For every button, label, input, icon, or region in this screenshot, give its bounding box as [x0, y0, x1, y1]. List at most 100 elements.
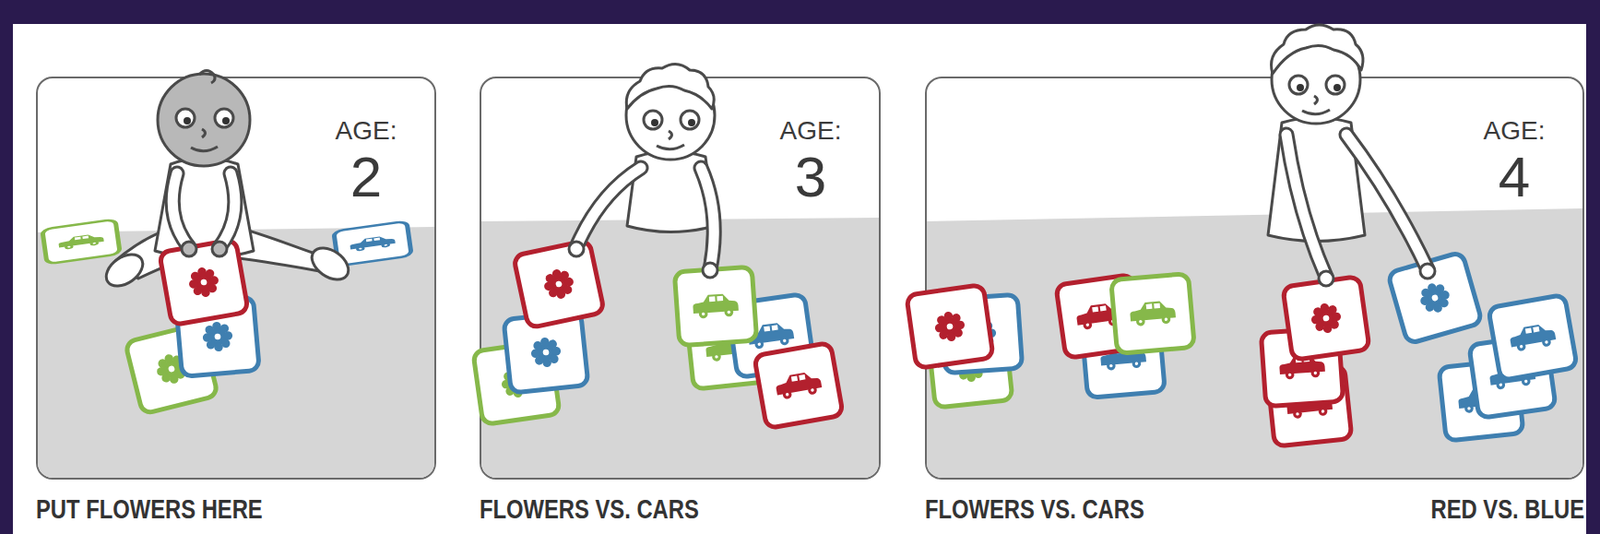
- car-icon: [692, 293, 740, 320]
- baby-leg: [221, 225, 334, 274]
- card-face: [727, 294, 815, 379]
- card-face: [754, 342, 844, 428]
- child-body: [627, 151, 715, 233]
- nose: [1314, 95, 1318, 105]
- car-icon: [1128, 299, 1176, 327]
- hand: [1420, 263, 1435, 279]
- eye: [1326, 75, 1345, 95]
- car-icon: [1099, 343, 1147, 371]
- floor: [926, 208, 1583, 478]
- child-head: [626, 71, 715, 160]
- card: [674, 266, 757, 346]
- arm: [1286, 134, 1327, 277]
- car-icon: [349, 234, 396, 252]
- card-face: [1282, 276, 1370, 361]
- flower-icon: [186, 264, 221, 299]
- pupil: [1333, 83, 1341, 92]
- flower-icon: [933, 309, 967, 344]
- card-face: [1438, 359, 1524, 441]
- card-face: [927, 326, 1013, 408]
- card: [1387, 251, 1483, 344]
- car-icon: [1075, 301, 1124, 332]
- pupil: [687, 118, 696, 127]
- hair-curl: [199, 71, 215, 84]
- age-panel: AGE: 2PUT FLOWERS HERE: [35, 76, 437, 480]
- card-face: [674, 266, 757, 346]
- hand: [212, 241, 227, 257]
- hand: [1318, 271, 1334, 286]
- card-face: [1055, 274, 1143, 359]
- card-face: [159, 238, 249, 325]
- hair: [626, 63, 714, 109]
- card-face: [686, 308, 771, 390]
- mouth: [190, 146, 218, 152]
- card-face: [503, 311, 589, 393]
- mouth: [656, 144, 685, 150]
- hair: [1271, 24, 1364, 74]
- card: [1081, 317, 1166, 398]
- car-icon: [1285, 391, 1333, 420]
- card: [42, 219, 121, 265]
- card: [503, 311, 589, 393]
- card-face: [1260, 327, 1343, 407]
- card: [1488, 294, 1578, 380]
- card: [906, 284, 994, 369]
- eye: [176, 108, 195, 128]
- flower-icon: [965, 318, 997, 350]
- card-face: [1469, 334, 1556, 419]
- arm-outline: [700, 167, 714, 270]
- card: [1055, 274, 1143, 359]
- baby-foot: [306, 241, 355, 286]
- arm: [1346, 134, 1428, 270]
- card: [513, 239, 605, 329]
- age-panel: AGE: 3FLOWERS VS. CARS: [479, 76, 881, 480]
- card-face: [1111, 272, 1196, 354]
- panel-caption: FLOWERS VS. CARS: [479, 496, 700, 523]
- arm-outline: [1286, 134, 1327, 277]
- hand: [181, 241, 197, 257]
- floor: [37, 226, 435, 478]
- panel-caption: RED VS. BLUE: [1431, 496, 1585, 523]
- card: [1111, 272, 1196, 354]
- card: [927, 326, 1013, 408]
- hand: [702, 262, 718, 278]
- card-face: [42, 219, 121, 265]
- flower-icon: [1309, 301, 1343, 335]
- card: [125, 323, 219, 415]
- arm-outline: [172, 173, 190, 248]
- card: [1267, 365, 1352, 447]
- pupil: [222, 117, 230, 125]
- pupil: [651, 118, 659, 127]
- age-label: AGE: 3: [777, 91, 844, 206]
- card: [686, 308, 771, 390]
- flower-icon: [541, 266, 577, 302]
- card-face: [1081, 317, 1166, 398]
- mouth: [1302, 109, 1330, 115]
- baby-body: [154, 158, 254, 260]
- car-icon: [1508, 321, 1558, 353]
- car-icon: [704, 334, 752, 363]
- arm: [172, 173, 190, 248]
- baby-leg: [115, 225, 191, 279]
- car-icon: [774, 369, 824, 401]
- card-face: [513, 239, 605, 329]
- flower-icon: [499, 366, 534, 400]
- flower-icon: [953, 350, 986, 383]
- arm-outline: [576, 167, 641, 248]
- card-face: [1267, 365, 1352, 447]
- arm: [219, 173, 236, 248]
- eye: [680, 110, 700, 130]
- car-icon: [1488, 361, 1537, 392]
- flower-icon: [529, 335, 562, 368]
- panel-caption: PUT FLOWERS HERE: [35, 496, 263, 523]
- age-panel: AGE: 4FLOWERS VS. CARSRED VS. BLUE: [924, 76, 1585, 480]
- age-label: AGE: 4: [1481, 91, 1548, 206]
- card-face: [473, 341, 560, 426]
- card-face: [176, 296, 261, 377]
- card: [333, 221, 413, 267]
- pupil: [183, 117, 191, 125]
- pupil: [1296, 83, 1304, 92]
- car-icon: [58, 232, 105, 250]
- card: [939, 294, 1022, 374]
